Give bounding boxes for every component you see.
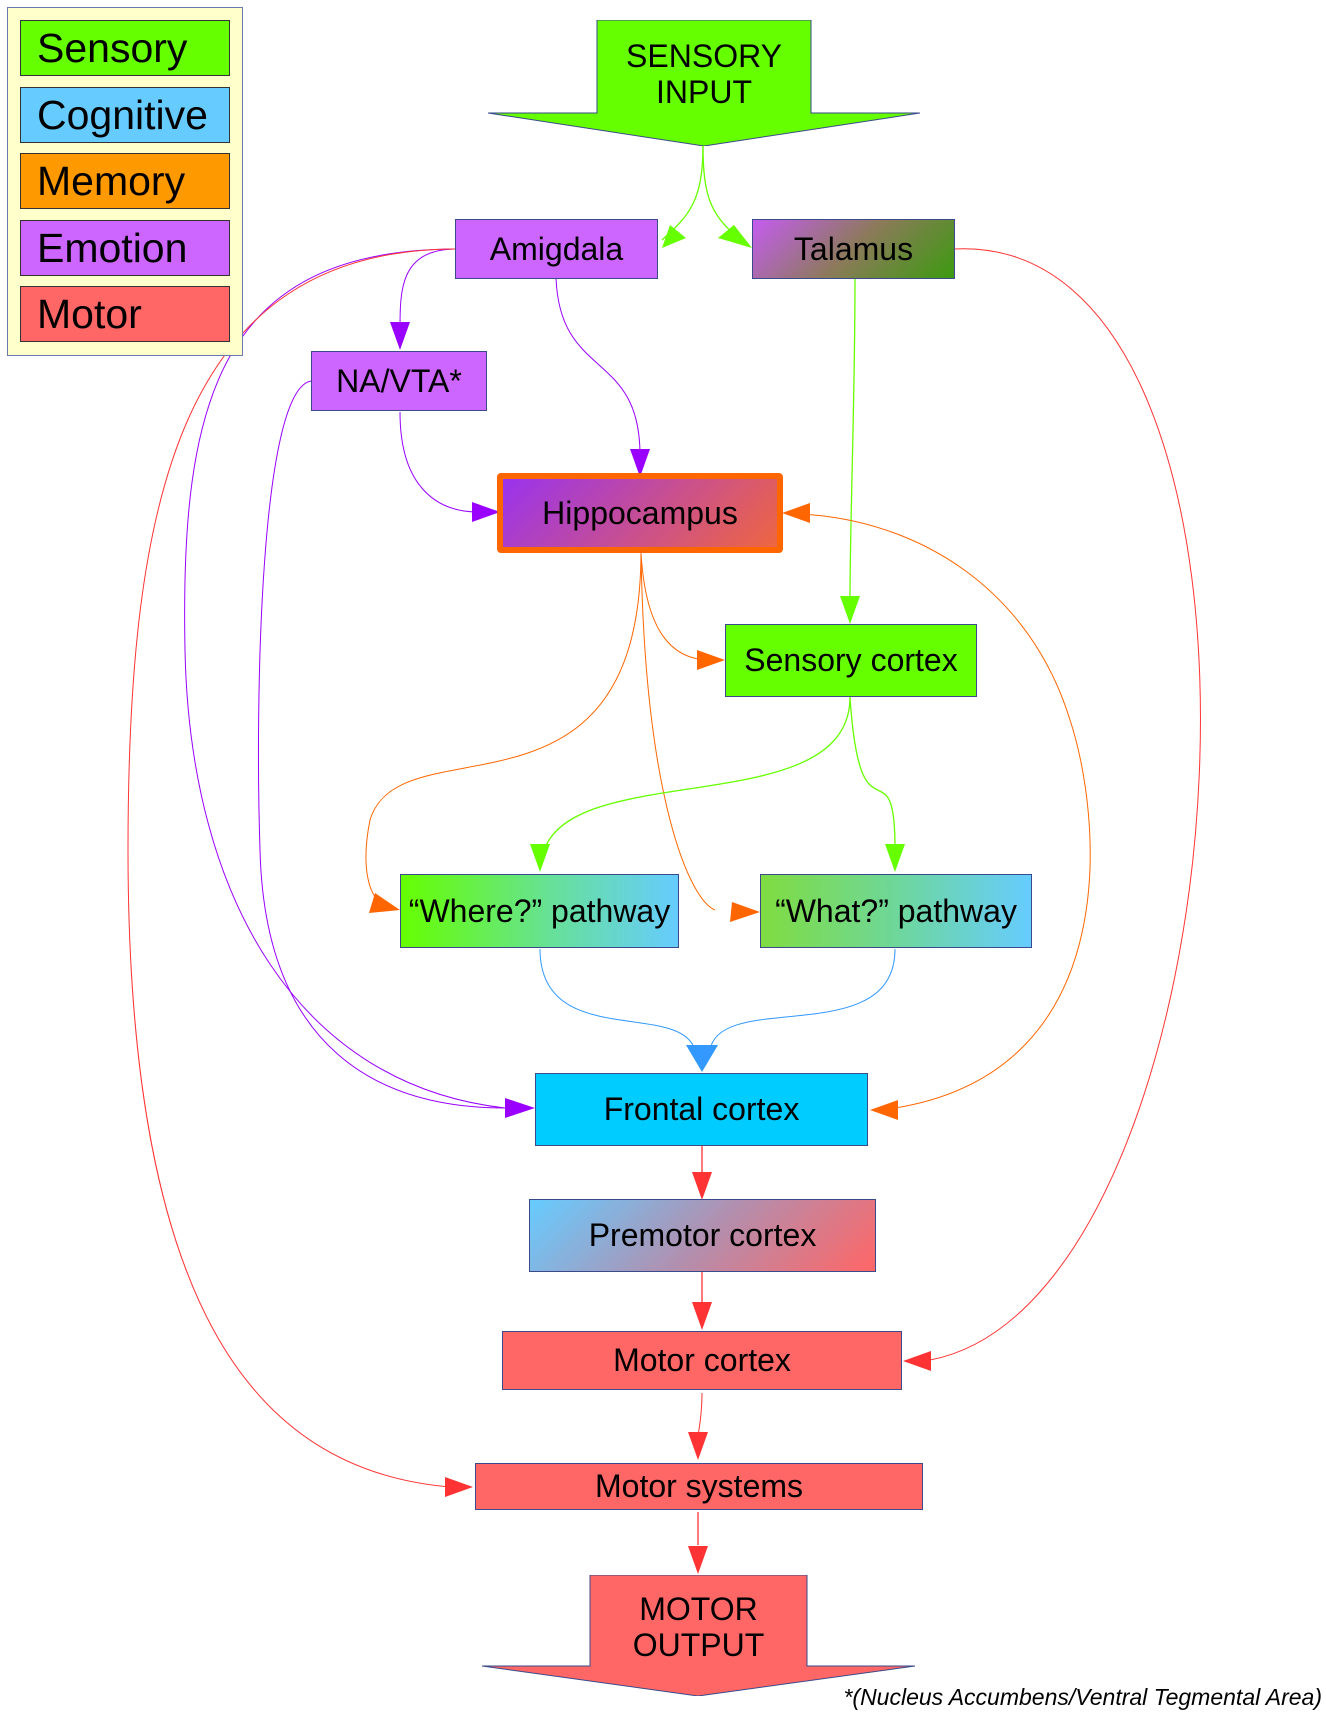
arrowhead-motorsystems-left: [445, 1477, 473, 1497]
arrowhead-premotor: [692, 1172, 712, 1200]
edge-amigdala-motorsystems: [127, 248, 456, 1488]
edge-talamus-motorcortex: [929, 248, 1201, 1361]
arrowhead-amigdala: [662, 225, 686, 248]
legend-motor: Motor: [20, 286, 230, 342]
legend: Sensory Cognitive Memory Emotion Motor: [7, 7, 243, 356]
arrowhead-group: [369, 225, 931, 1574]
arrowhead-hippo-right: [782, 503, 810, 523]
sensory-input-line2: INPUT: [656, 74, 752, 110]
node-sensory-cortex: Sensory cortex: [725, 624, 977, 697]
edge-frontal-hippo: [799, 513, 1091, 1109]
sensory-input-arrow: SENSORY INPUT: [488, 20, 920, 146]
arrowhead-sensorycortex-left: [697, 650, 725, 670]
arrowhead-motorcortex-right: [903, 1351, 931, 1371]
edge-hippo-what: [640, 552, 716, 911]
arrowhead-what-left: [730, 902, 760, 922]
arrowhead-hippo-top: [630, 449, 650, 477]
legend-emotion: Emotion: [20, 220, 230, 276]
arrowhead-frontal-top: [686, 1045, 718, 1072]
arrowhead-frontal-left: [505, 1098, 535, 1118]
node-hippocampus: Hippocampus: [497, 473, 783, 553]
node-what-pathway: “What?” pathway: [760, 874, 1032, 948]
legend-sensory: Sensory: [20, 20, 230, 76]
edge-navta-hippocampus: [399, 411, 479, 513]
node-where-pathway: “Where?” pathway: [400, 874, 679, 948]
edge-what-frontal: [709, 948, 896, 1051]
arrowhead-talamus: [718, 225, 752, 248]
edge-amigdala-hippocampus: [555, 277, 641, 456]
motor-output-line2: OUTPUT: [632, 1627, 765, 1663]
edge-sensorycortex-where: [544, 696, 851, 849]
node-navta: NA/VTA*: [311, 351, 487, 411]
motor-output-line1: MOTOR: [639, 1591, 758, 1627]
node-talamus: Talamus: [752, 219, 955, 279]
arrowhead-what-top: [885, 844, 905, 872]
arrowhead-motorcortex: [692, 1302, 712, 1330]
edge-sensorycortex-what: [849, 696, 896, 849]
arrowhead-sensorycortex: [840, 596, 860, 624]
node-amigdala: Amigdala: [455, 219, 658, 279]
sensory-input-label: SENSORY INPUT: [488, 38, 920, 110]
motor-output-label: MOTOR OUTPUT: [482, 1591, 915, 1663]
arrowhead-where-left: [369, 893, 400, 913]
arrowhead-where-top: [530, 844, 550, 872]
sensory-input-shape: [488, 20, 920, 146]
legend-memory: Memory: [20, 153, 230, 209]
node-motor-cortex: Motor cortex: [502, 1331, 902, 1390]
node-motor-systems: Motor systems: [475, 1463, 923, 1510]
arrowhead-hippo-left: [472, 502, 500, 522]
edge-navta-frontal: [257, 380, 506, 1109]
node-frontal-cortex: Frontal cortex: [535, 1073, 868, 1146]
edge-talamus-sensorycortex: [849, 277, 856, 601]
edge-amigdala-navta: [399, 248, 456, 331]
sensory-input-line1: SENSORY: [626, 38, 782, 74]
arrowhead-navta: [390, 322, 410, 350]
legend-cognitive: Cognitive: [20, 87, 230, 143]
edge-input-amigdala: [661, 144, 704, 241]
arrowhead-frontal-right: [870, 1100, 898, 1120]
edge-hippo-sensorycortex: [640, 552, 711, 661]
motor-output-shape: [482, 1575, 915, 1696]
arrowhead-motorsystems: [688, 1432, 708, 1460]
edge-amigdala-frontal: [184, 248, 506, 1109]
motor-output-arrow: MOTOR OUTPUT: [482, 1575, 915, 1696]
edge-where-frontal: [539, 948, 696, 1051]
edge-hippo-where: [365, 552, 642, 906]
edge-group: [127, 144, 1201, 1545]
footnote: *(Nucleus Accumbens/Ventral Tegmental Ar…: [843, 1684, 1322, 1710]
node-premotor-cortex: Premotor cortex: [529, 1199, 876, 1272]
arrowhead-output: [688, 1546, 708, 1574]
